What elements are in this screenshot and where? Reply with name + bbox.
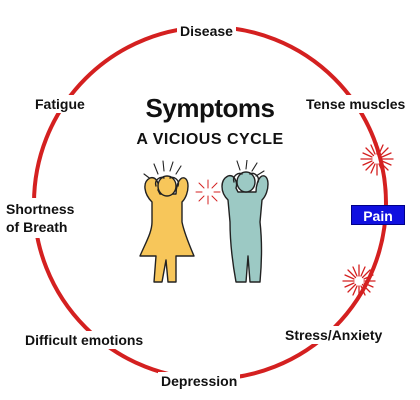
label-tense-muscles: Tense muscles xyxy=(303,95,409,113)
pain-badge: Pain xyxy=(351,205,405,225)
pain-burst-icon xyxy=(360,142,394,176)
diagram-subtitle: A VICIOUS CYCLE xyxy=(136,131,284,148)
label-shortness-line2: of Breath xyxy=(6,219,68,235)
label-shortness-line1: Shortness xyxy=(6,201,75,217)
label-depression: Depression xyxy=(158,372,241,390)
label-fatigue: Fatigue xyxy=(32,95,88,113)
pain-burst-icon xyxy=(342,264,376,298)
label-stress-anxiety: Stress/Anxiety xyxy=(282,326,386,344)
label-difficult-emotions: Difficult emotions xyxy=(22,331,147,349)
man-figure-icon xyxy=(221,160,269,283)
label-disease: Disease xyxy=(177,22,236,40)
figures-illustration xyxy=(139,160,269,283)
diagram-title: Symptoms xyxy=(145,93,275,123)
label-shortness-of-breath: Shortness of Breath xyxy=(4,198,104,238)
pain-burst-icon xyxy=(195,179,221,205)
woman-figure-icon xyxy=(139,160,195,283)
